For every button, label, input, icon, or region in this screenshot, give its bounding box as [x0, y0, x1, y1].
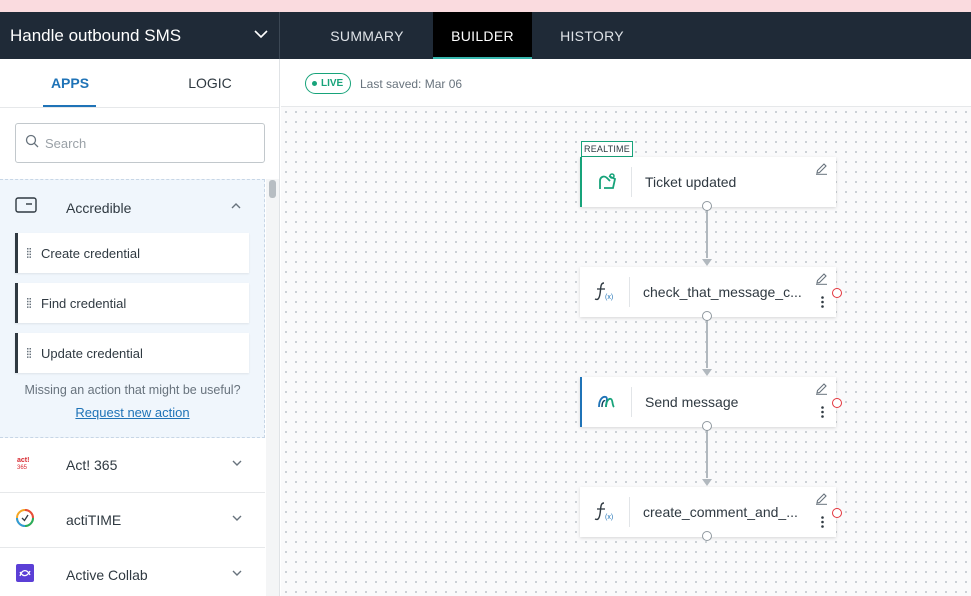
arrow-down-icon: [702, 369, 712, 376]
action-update-credential[interactable]: Update credential: [15, 333, 249, 373]
action-create-credential[interactable]: Create credential: [15, 233, 249, 273]
app-item-act365[interactable]: act!365 Act! 365: [0, 438, 265, 493]
divider: [0, 107, 279, 108]
actitime-logo-icon: [15, 508, 35, 533]
search-input[interactable]: [45, 135, 245, 151]
edit-pencil-icon[interactable]: [815, 272, 828, 290]
action-label: Update credential: [41, 345, 143, 361]
app-list: Accredible Create credential Find creden…: [0, 179, 265, 596]
active-collab-logo-icon: [15, 563, 35, 588]
search-box[interactable]: [15, 123, 265, 163]
missing-action-text: Missing an action that might be useful?: [24, 383, 241, 397]
app-item-active-collab[interactable]: Active Collab: [0, 548, 265, 596]
scrollbar-thumb[interactable]: [269, 180, 276, 198]
live-status-text: LIVE: [321, 78, 344, 89]
more-options-icon[interactable]: [821, 515, 824, 533]
node-label: Ticket updated: [645, 174, 737, 190]
zendesk-ticket-icon: [594, 169, 620, 195]
function-icon: (x): [592, 499, 618, 525]
app-name: actiTIME: [66, 512, 122, 528]
search-icon: [25, 134, 39, 153]
credential-card-icon: [15, 197, 37, 218]
flow-connector: [706, 320, 708, 368]
flow-node-send-message[interactable]: Send message: [580, 377, 836, 427]
error-port[interactable]: [832, 398, 842, 408]
last-saved-text: Last saved: Mar 06: [360, 77, 463, 91]
flow-node-check-message[interactable]: (x) check_that_message_c...: [580, 267, 836, 317]
svg-text:(x): (x): [605, 294, 613, 301]
chevron-up-icon[interactable]: [230, 199, 242, 217]
request-new-action-link[interactable]: Request new action: [75, 405, 190, 420]
app-name: Accredible: [66, 199, 132, 216]
chevron-down-icon[interactable]: [231, 456, 243, 474]
divider: [631, 167, 632, 197]
top-banner-strip: [0, 0, 971, 12]
error-port[interactable]: [832, 288, 842, 298]
tab-summary[interactable]: SUMMARY: [330, 27, 404, 44]
chevron-down-icon[interactable]: [231, 566, 243, 584]
function-icon: (x): [592, 279, 618, 305]
tab-apps[interactable]: APPS: [0, 59, 140, 107]
flow-node-ticket-updated[interactable]: Ticket updated: [580, 157, 836, 207]
edit-pencil-icon[interactable]: [815, 382, 828, 400]
more-options-icon[interactable]: [821, 405, 824, 423]
action-label: Create credential: [41, 245, 140, 261]
node-label: Send message: [645, 394, 739, 410]
tab-history[interactable]: HISTORY: [560, 27, 624, 44]
arrow-down-icon: [702, 259, 712, 266]
status-dot: [312, 81, 317, 86]
flow-connector: [706, 210, 708, 258]
apps-sidebar: APPS LOGIC Accredible Create cred: [0, 59, 280, 596]
workflow-selector[interactable]: Handle outbound SMS: [0, 12, 280, 59]
svg-text:365: 365: [17, 465, 28, 471]
arrow-down-icon: [702, 479, 712, 486]
workflow-title: Handle outbound SMS: [10, 25, 182, 45]
tab-builder[interactable]: BUILDER: [433, 12, 532, 59]
app-item-actitime[interactable]: actiTIME: [0, 493, 265, 548]
act365-logo-icon: act!365: [15, 455, 35, 476]
top-navigation-bar: Handle outbound SMS SUMMARY BUILDER HIST…: [0, 12, 971, 59]
chevron-down-icon: [253, 26, 269, 47]
divider: [631, 387, 632, 417]
node-label: check_that_message_c...: [643, 284, 802, 300]
edit-pencil-icon[interactable]: [815, 162, 828, 180]
divider: [629, 277, 630, 307]
error-port[interactable]: [832, 508, 842, 518]
flow-connector: [706, 430, 708, 478]
divider: [629, 497, 630, 527]
tab-logic[interactable]: LOGIC: [188, 75, 232, 91]
output-port[interactable]: [702, 421, 712, 431]
messaging-app-icon: [594, 389, 620, 415]
output-port[interactable]: [702, 201, 712, 211]
node-label: create_comment_and_...: [643, 504, 798, 520]
more-options-icon[interactable]: [821, 295, 824, 313]
app-header-accredible[interactable]: Accredible: [0, 180, 264, 235]
app-name: Active Collab: [66, 567, 148, 583]
flow-node-create-comment[interactable]: (x) create_comment_and_...: [580, 487, 836, 537]
output-port[interactable]: [702, 531, 712, 541]
svg-text:act!: act!: [17, 457, 29, 464]
realtime-badge: REALTIME: [581, 141, 633, 157]
drag-handle-icon[interactable]: [27, 296, 31, 311]
drag-handle-icon[interactable]: [27, 246, 31, 261]
drag-handle-icon[interactable]: [27, 346, 31, 361]
edit-pencil-icon[interactable]: [815, 492, 828, 510]
output-port[interactable]: [702, 311, 712, 321]
app-name: Act! 365: [66, 457, 118, 473]
action-find-credential[interactable]: Find credential: [15, 283, 249, 323]
scrollbar-track[interactable]: [266, 179, 279, 596]
svg-text:(x): (x): [605, 514, 613, 521]
canvas-header: LIVE Last saved: Mar 06: [281, 59, 971, 107]
action-label: Find credential: [41, 295, 127, 311]
app-group-accredible: Accredible Create credential Find creden…: [0, 179, 265, 438]
live-status-badge: LIVE: [305, 73, 352, 94]
chevron-down-icon[interactable]: [231, 511, 243, 529]
